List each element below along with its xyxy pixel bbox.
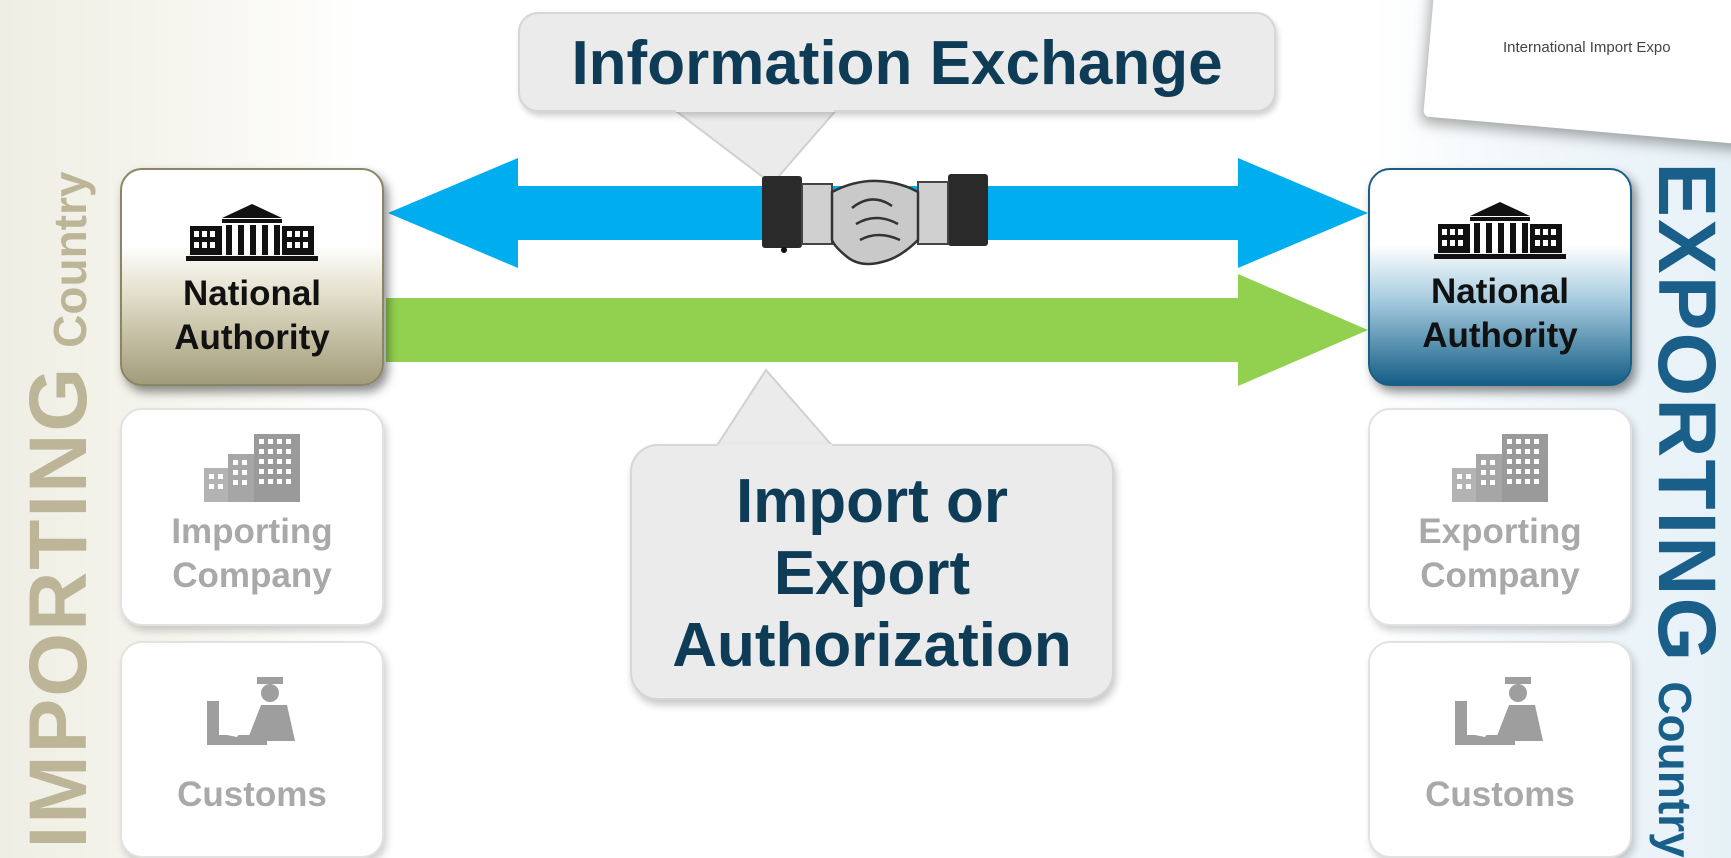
exporting-national-authority-box: National Authority	[1368, 168, 1632, 386]
exporting-company-box: Exporting Company	[1368, 408, 1632, 626]
exporting-national-authority-label: National Authority	[1422, 272, 1578, 355]
exporting-country-suffix: Country	[1649, 681, 1701, 858]
authorization-line-1: Import or	[735, 467, 1009, 536]
authorization-callout: Import or Export Authorization	[630, 444, 1114, 700]
callout-seam-bottom	[718, 444, 832, 452]
information-exchange-label: Information Exchange	[571, 29, 1223, 98]
government-building-icon	[1434, 202, 1566, 259]
callout-seam	[676, 104, 834, 112]
office-buildings-icon	[1452, 434, 1548, 502]
government-building-icon	[186, 204, 318, 261]
customs-officer-icon	[207, 677, 295, 745]
exporting-customs-box: Customs	[1368, 641, 1632, 858]
exporting-country-label: EXPORTING Country	[1641, 162, 1731, 857]
exporting-word: EXPORTING	[1641, 162, 1731, 664]
importing-national-authority-label: National Authority	[174, 274, 330, 357]
importing-word: IMPORTING	[13, 365, 104, 849]
importing-country-label: IMPORTING Country	[13, 172, 104, 849]
importing-customs-box: Customs	[120, 641, 384, 858]
authorization-arrow	[386, 274, 1368, 386]
office-buildings-icon	[204, 434, 300, 502]
handshake-icon	[762, 174, 988, 266]
importing-company-label: Importing Company	[171, 512, 333, 595]
customs-officer-icon	[1455, 677, 1543, 745]
importing-customs-label: Customs	[177, 775, 327, 814]
importing-country-suffix: Country	[44, 171, 96, 348]
exporting-customs-label: Customs	[1425, 775, 1575, 814]
authorization-line-3: Authorization	[672, 611, 1072, 680]
authorization-line-2: Export	[773, 539, 971, 608]
information-exchange-callout: Information Exchange	[518, 12, 1276, 112]
importing-company-box: Importing Company	[120, 408, 384, 626]
importing-national-authority-box: National Authority	[120, 168, 384, 386]
document-text: International Import Expo	[1503, 39, 1671, 56]
exporting-company-label: Exporting Company	[1418, 512, 1582, 595]
